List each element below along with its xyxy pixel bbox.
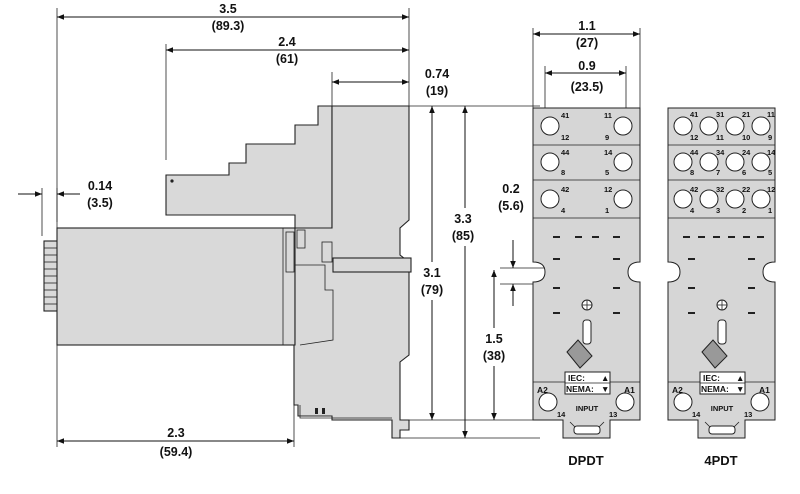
pdt4-socket: 41 31 21 11 12 11 10 9 44 34 24 14 8 7 6… [667, 107, 776, 468]
dim-socket-depth-inch: 0.74 [425, 67, 449, 81]
pdt4-t11: 11 [767, 110, 775, 119]
dpdt-t9: 9 [605, 133, 609, 142]
dim-slot-inch: 0.2 [502, 182, 519, 196]
dim-overall-inch: 3.5 [219, 2, 236, 16]
dim-relay-socket-mm: (61) [276, 52, 298, 66]
pdt4-t21: 21 [742, 110, 750, 119]
dpdt-t13-coil: 13 [609, 410, 617, 419]
pdt4-t24: 24 [742, 148, 751, 157]
pdt4-t14-coil: 14 [692, 410, 701, 419]
dpdt-t44: 44 [561, 148, 570, 157]
pdt4-t42: 42 [690, 185, 698, 194]
pdt4-t13-coil: 13 [744, 410, 752, 419]
din-clip [332, 257, 412, 273]
dpdt-t5: 5 [605, 168, 609, 177]
dpdt-t12: 12 [561, 133, 569, 142]
pdt4-t7: 7 [716, 168, 720, 177]
pdt4-t6: 6 [742, 168, 746, 177]
dpdt-nema-symbol: ▼ [601, 384, 609, 394]
pdt4-a2: A2 [672, 385, 683, 395]
dpdt-nema-label: NEMA: [566, 384, 594, 394]
pdt4-t9: 9 [768, 133, 772, 142]
vertical-dimensions: 3.3 (85) 3.1 (79) 0.2 (5.6) 1.5 (38) [400, 105, 550, 439]
dpdt-t14: 14 [604, 148, 613, 157]
dpdt-iec-label: IEC: [568, 373, 585, 383]
dim-socket-height-mm: (79) [421, 283, 443, 297]
dim-slot-mm: (5.6) [498, 199, 524, 213]
dpdt-socket: 41 11 12 9 44 14 8 5 42 12 4 1 IEC: ▲ NE… [532, 107, 641, 468]
pdt4-t1: 1 [768, 206, 772, 215]
pdt4-t44: 44 [690, 148, 699, 157]
dim-overall-mm: (89.3) [212, 19, 245, 33]
dim-relay-socket-inch: 2.4 [278, 35, 295, 49]
dim-slot-bottom-inch: 1.5 [485, 332, 502, 346]
dpdt-t8: 8 [561, 168, 565, 177]
dpdt-t12b: 12 [604, 185, 612, 194]
pdt4-label: 4PDT [704, 453, 737, 468]
dpdt-t4: 4 [561, 206, 566, 215]
pdt4-t2: 2 [742, 206, 746, 215]
pdt4-t22: 22 [742, 185, 750, 194]
pdt4-t41: 41 [690, 110, 698, 119]
dpdt-t1: 1 [605, 206, 609, 215]
dim-width-mm: (27) [576, 36, 598, 50]
dpdt-t42: 42 [561, 185, 569, 194]
pdt4-t11b: 11 [716, 133, 724, 142]
pdt4-t12: 12 [690, 133, 698, 142]
relay-body [56, 227, 296, 346]
dpdt-t11: 11 [604, 111, 612, 120]
pdt4-nema-label: NEMA: [701, 384, 729, 394]
dim-relay-body-inch: 2.3 [167, 426, 184, 440]
top-dimensions: 1.1 (27) 0.9 (23.5) [532, 19, 641, 110]
dim-slot-bottom-mm: (38) [483, 349, 505, 363]
dpdt-iec-symbol: ▲ [601, 373, 609, 383]
pdt4-t10: 10 [742, 133, 750, 142]
dim-socket-depth-mm: (19) [426, 84, 448, 98]
pdt4-t12b: 12 [767, 185, 775, 194]
relay-upper-housing [165, 105, 333, 229]
pdt4-t5: 5 [768, 168, 772, 177]
dim-width-inch: 1.1 [578, 19, 595, 33]
pdt4-t4: 4 [690, 206, 695, 215]
pdt4-t3: 3 [716, 206, 720, 215]
side-view: 3.5 (89.3) 2.4 (61) 0.74 (19) 0.14 (3.5)… [18, 2, 449, 459]
pdt4-t34: 34 [716, 148, 725, 157]
dim-knob-mm: (3.5) [87, 196, 113, 210]
pdt4-input: INPUT [711, 404, 734, 413]
dpdt-t41: 41 [561, 111, 569, 120]
dim-total-height-mm: (85) [452, 229, 474, 243]
dim-mounting-inch: 0.9 [578, 59, 595, 73]
pdt4-t31: 31 [716, 110, 724, 119]
dim-mounting-mm: (23.5) [571, 80, 604, 94]
dpdt-a1: A1 [624, 385, 635, 395]
pdt4-iec-symbol: ▲ [736, 373, 744, 383]
pdt4-t14: 14 [767, 148, 776, 157]
dpdt-a2: A2 [537, 385, 548, 395]
pdt4-t8: 8 [690, 168, 694, 177]
dpdt-input: INPUT [576, 404, 599, 413]
dim-knob-inch: 0.14 [88, 179, 112, 193]
dim-total-height-inch: 3.3 [454, 212, 471, 226]
pdt4-iec-label: IEC: [703, 373, 720, 383]
pdt4-t32: 32 [716, 185, 724, 194]
dpdt-label: DPDT [568, 453, 603, 468]
dpdt-t14-coil: 14 [557, 410, 566, 419]
pdt4-a1: A1 [759, 385, 770, 395]
dim-relay-body-mm: (59.4) [160, 445, 193, 459]
pdt4-nema-symbol: ▼ [736, 384, 744, 394]
dim-socket-height-inch: 3.1 [423, 266, 440, 280]
